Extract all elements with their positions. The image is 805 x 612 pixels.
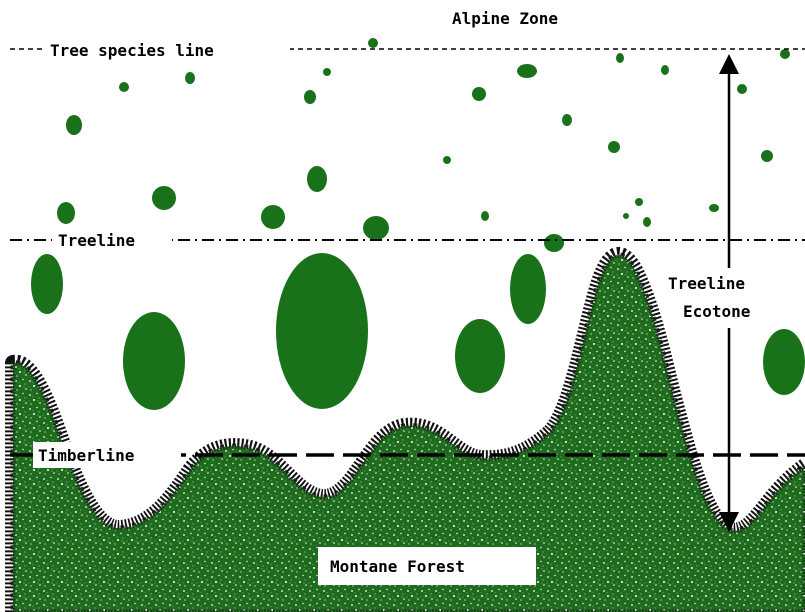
tree <box>761 150 773 162</box>
tree <box>544 234 564 252</box>
treeline-line-label: Treeline <box>58 231 135 250</box>
tree <box>276 253 368 409</box>
tree <box>185 72 195 84</box>
tree <box>709 204 719 212</box>
tree <box>57 202 75 224</box>
tree <box>31 254 63 314</box>
tree <box>635 198 643 206</box>
tree <box>616 53 624 63</box>
ecotone-label-line2: Ecotone <box>683 302 750 321</box>
tree <box>510 254 546 324</box>
tree-species-line-label: Tree species line <box>50 41 214 60</box>
timberline-line-label: Timberline <box>38 446 134 465</box>
tree <box>307 166 327 192</box>
scattered-trees <box>57 38 790 252</box>
tree <box>517 64 537 78</box>
tree <box>261 205 285 229</box>
tree <box>763 329 805 395</box>
tree <box>323 68 331 76</box>
montane-forest-label: Montane Forest <box>330 557 465 576</box>
tree <box>304 90 316 104</box>
treeline-line: Treeline <box>10 228 805 252</box>
tree <box>608 141 620 153</box>
tree <box>472 87 486 101</box>
tree <box>661 65 669 75</box>
tree <box>455 319 505 393</box>
tree <box>123 312 185 410</box>
alpine-zone-label: Alpine Zone <box>452 9 558 28</box>
tree <box>623 213 629 219</box>
tree <box>66 115 82 135</box>
tree <box>119 82 129 92</box>
ecotone-label-line1: Treeline <box>668 274 745 293</box>
tree <box>152 186 176 210</box>
tree <box>737 84 747 94</box>
tree <box>368 38 378 48</box>
montane-forest-label-group: Montane Forest <box>318 547 536 585</box>
tree-species-line: Tree species line <box>10 38 805 62</box>
tree <box>780 49 790 59</box>
tree <box>363 216 389 240</box>
tree <box>643 217 651 227</box>
tree <box>562 114 572 126</box>
tree <box>443 156 451 164</box>
tree <box>481 211 489 221</box>
